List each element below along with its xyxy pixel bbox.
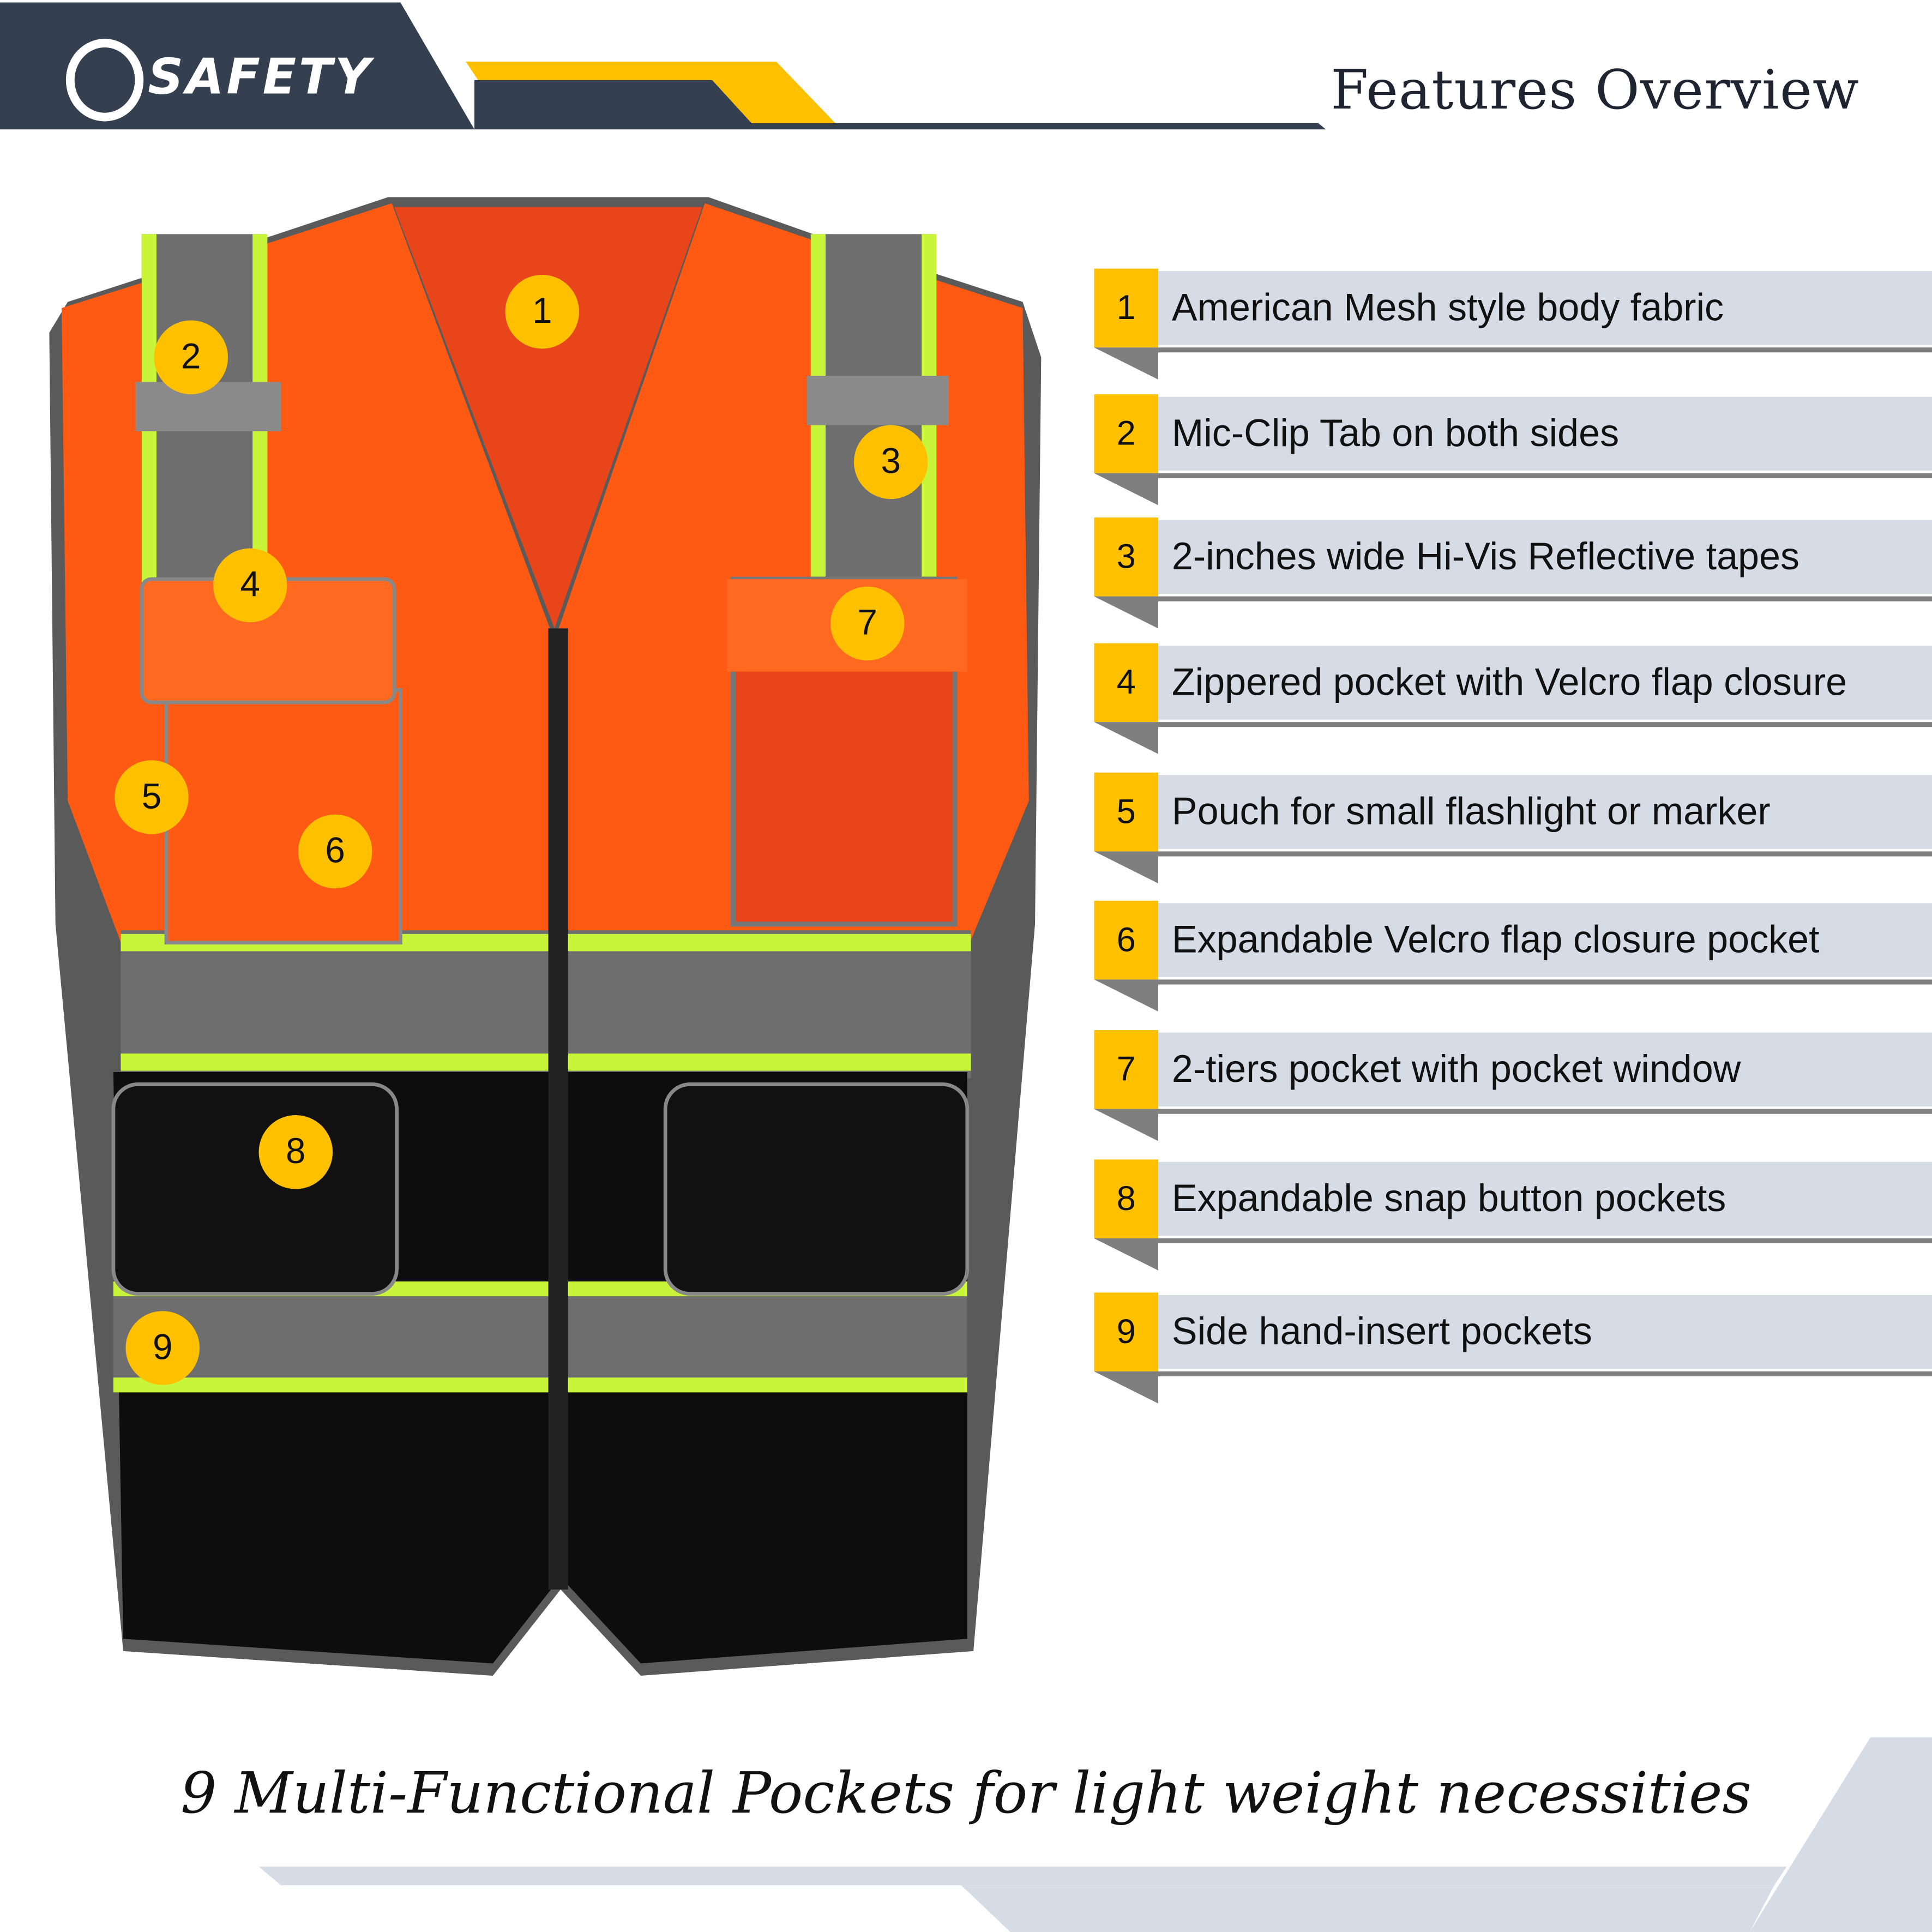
feature-row-7: 7 2-tiers pocket with pocket window <box>1094 1030 1932 1141</box>
vest-badge-4: 4 <box>213 548 287 623</box>
vest-badge-2: 2 <box>154 320 228 395</box>
vest-badge-5: 5 <box>115 760 189 834</box>
feature-label: Expandable Velcro flap closure pocket <box>1171 918 1820 961</box>
vest-badge-6: 6 <box>298 814 372 889</box>
feature-label: Pouch for small flashlight or marker <box>1171 790 1771 833</box>
feature-number: 2 <box>1094 394 1159 473</box>
header-navy-line <box>474 80 1326 130</box>
feature-label: Zippered pocket with Velcro flap closure <box>1171 660 1847 704</box>
feature-number: 8 <box>1094 1159 1159 1238</box>
feature-row-9: 9 Side hand-insert pockets <box>1094 1292 1932 1404</box>
feature-label: Mic-Clip Tab on both sides <box>1171 411 1620 455</box>
feature-number: 7 <box>1094 1030 1159 1109</box>
tagline: 9 Multi-Functional Pockets for light wei… <box>180 1759 1752 1826</box>
feature-row-3: 3 2-inches wide Hi-Vis Reflective tapes <box>1094 517 1932 629</box>
feature-number: 1 <box>1094 268 1159 348</box>
header-yellow-stripe <box>466 61 836 123</box>
feature-number: 6 <box>1094 900 1159 980</box>
feature-row-6: 6 Expandable Velcro flap closure pocket <box>1094 900 1932 1012</box>
feature-row-5: 5 Pouch for small flashlight or marker <box>1094 772 1932 884</box>
feature-label: 2-inches wide Hi-Vis Reflective tapes <box>1171 534 1800 578</box>
feature-number: 4 <box>1094 643 1159 723</box>
vest-badge-3: 3 <box>853 425 928 499</box>
feature-label: American Mesh style body fabric <box>1171 286 1724 329</box>
feature-row-2: 2 Mic-Clip Tab on both sides <box>1094 394 1932 505</box>
feature-label: Expandable snap button pockets <box>1171 1176 1726 1220</box>
vest-badge-7: 7 <box>830 586 905 661</box>
logo-text: SAFETY <box>148 49 373 106</box>
vest-badge-1: 1 <box>505 274 580 349</box>
vest-badge-8: 8 <box>258 1115 333 1189</box>
vest-badge-9: 9 <box>125 1311 200 1385</box>
feature-number: 9 <box>1094 1292 1159 1371</box>
feature-number: 5 <box>1094 772 1159 852</box>
page-title: Features Overview <box>1331 59 1860 122</box>
feature-label: 2-tiers pocket with pocket window <box>1171 1047 1741 1091</box>
header-banner <box>0 2 1326 130</box>
feature-row-8: 8 Expandable snap button pockets <box>1094 1159 1932 1271</box>
footer-decoration <box>258 1737 1932 1932</box>
safety-vest-image <box>49 197 1042 1676</box>
feature-row-4: 4 Zippered pocket with Velcro flap closur… <box>1094 643 1932 754</box>
feature-number: 3 <box>1094 517 1159 597</box>
feature-row-1: 1 American Mesh style body fabric <box>1094 268 1932 380</box>
header-navy-block <box>0 2 474 130</box>
logo-mark-icon <box>65 39 144 122</box>
feature-label: Side hand-insert pockets <box>1171 1309 1592 1353</box>
